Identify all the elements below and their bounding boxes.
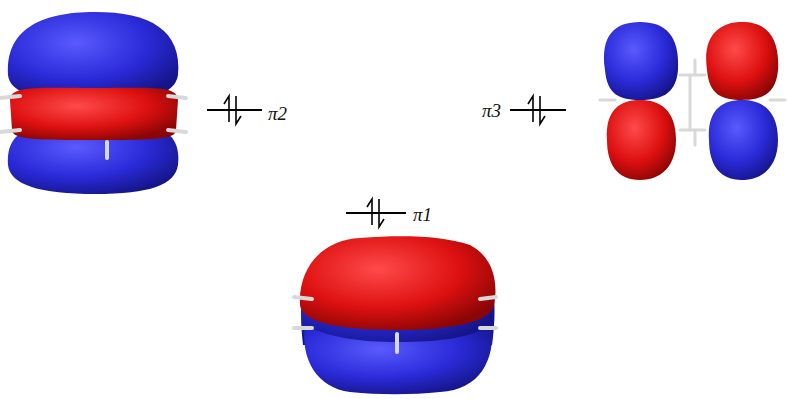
pi3-orbital — [600, 22, 785, 180]
orbital-label: π3 — [482, 101, 501, 120]
energy-levels — [207, 110, 566, 213]
electron-pair-arrows — [224, 96, 545, 227]
pi1-orbital — [294, 236, 496, 394]
pi2-orbital — [0, 12, 186, 194]
orbital-label: π2 — [268, 104, 287, 123]
orbital-label: π1 — [413, 205, 432, 224]
